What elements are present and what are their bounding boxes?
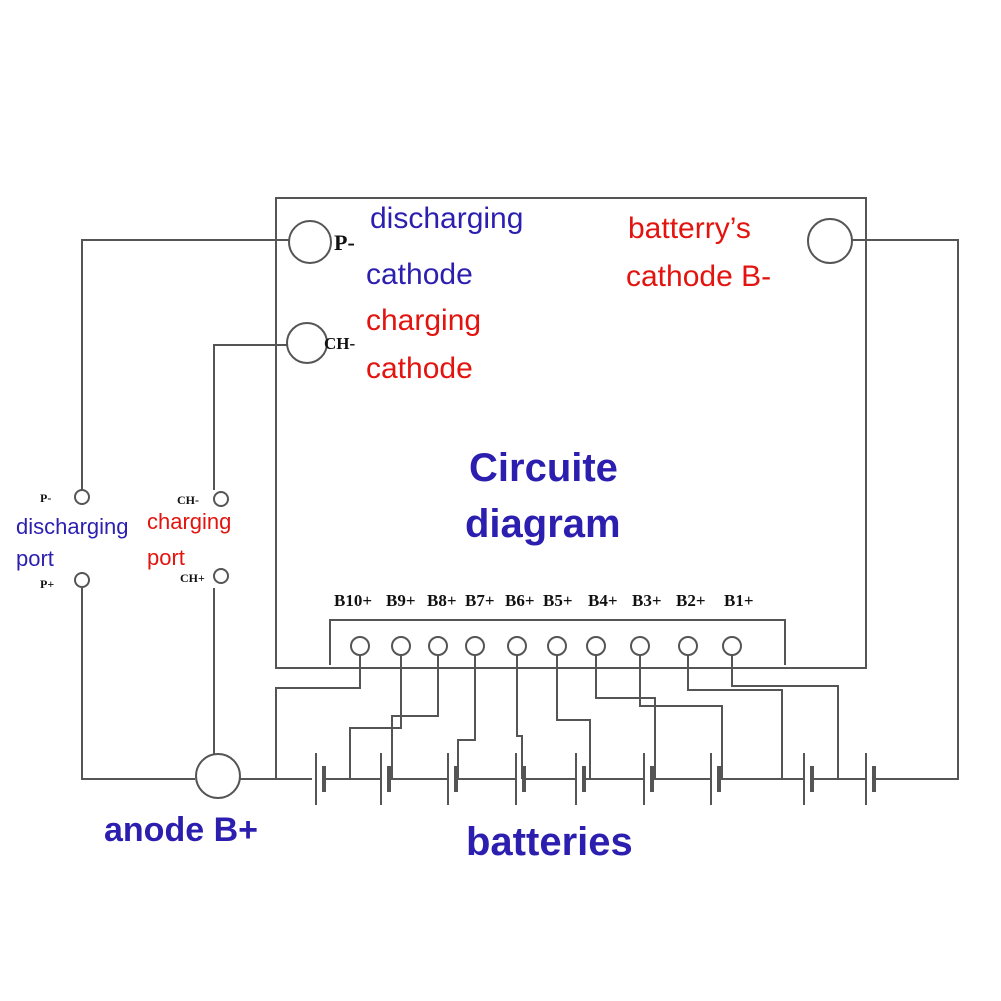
balance-lead-4	[457, 655, 476, 779]
pin-label-b4: B4+	[588, 591, 618, 610]
balance-lead-6	[556, 655, 591, 779]
ch-minus-port	[213, 491, 229, 507]
anode-terminal	[195, 753, 241, 799]
pin-label-b3: B3+	[632, 591, 662, 610]
ch-minus-port-code: CH-	[177, 493, 199, 507]
bms-board-outline	[275, 197, 867, 669]
balance-pin-3	[428, 636, 448, 656]
p-minus-terminal	[288, 220, 332, 264]
pin-label-b10: B10+	[334, 591, 373, 610]
discharging-cathode-label-line2: cathode	[366, 258, 473, 291]
balance-pin-10	[722, 636, 742, 656]
pin-label-b6: B6+	[505, 591, 535, 610]
battery-cathode-label-line1: batterry’s	[628, 212, 751, 245]
board-title-line1: Circuite	[469, 446, 618, 490]
balance-pin-8	[630, 636, 650, 656]
p-plus-port-code: P+	[40, 577, 55, 591]
charging-cathode-label-line1: charging	[366, 304, 482, 337]
balance-lead-1	[275, 655, 361, 779]
pin-header-block	[329, 619, 786, 665]
discharging-port-label-line2: port	[16, 546, 54, 571]
p-plus-wire	[81, 588, 195, 780]
b-minus-wire	[852, 239, 959, 780]
balance-pin-4	[465, 636, 485, 656]
balance-lead-7	[595, 655, 656, 779]
p-minus-port-code: P-	[40, 491, 52, 505]
pin-label-b9: B9+	[386, 591, 416, 610]
pin-label-b1: B1+	[724, 591, 754, 610]
charging-port-label-line2: port	[147, 545, 185, 570]
battery-cathode-label-line2: cathode B-	[626, 260, 772, 293]
anode-label: anode B+	[104, 811, 258, 849]
p-plus-port	[74, 572, 90, 588]
discharging-cathode-label-line1: discharging	[370, 202, 524, 235]
pin-label-b2: B2+	[676, 591, 706, 610]
balance-lead-8	[639, 655, 723, 779]
pin-label-b8: B8+	[427, 591, 457, 610]
board-title-line2: diagram	[465, 502, 621, 546]
balance-pin-7	[586, 636, 606, 656]
pin-label-b5: B5+	[543, 591, 573, 610]
charging-port-label-line1: charging	[147, 509, 232, 534]
balance-lead-3	[391, 655, 439, 779]
p-minus-port	[74, 489, 90, 505]
balance-lead-2	[349, 655, 402, 779]
charging-cathode-label-line2: cathode	[366, 352, 473, 385]
pin-label-b7: B7+	[465, 591, 495, 610]
balance-lead-10	[731, 655, 839, 779]
b-minus-terminal	[807, 218, 853, 264]
ch-plus-port	[213, 568, 229, 584]
p-minus-wire	[81, 239, 290, 490]
ch-minus-terminal-code: CH-	[324, 334, 356, 353]
balance-lead-9	[687, 655, 783, 779]
batteries-label: batteries	[466, 820, 633, 864]
balance-lead-5	[516, 655, 523, 779]
balance-pin-5	[507, 636, 527, 656]
balance-pin-2	[391, 636, 411, 656]
ch-minus-wire	[213, 344, 288, 490]
balance-pin-1	[350, 636, 370, 656]
balance-pin-6	[547, 636, 567, 656]
ch-minus-terminal	[286, 322, 328, 364]
ch-plus-port-code: CH+	[180, 571, 205, 585]
discharging-port-label-line1: discharging	[16, 514, 129, 539]
p-minus-terminal-code: P-	[334, 230, 355, 255]
balance-pin-9	[678, 636, 698, 656]
